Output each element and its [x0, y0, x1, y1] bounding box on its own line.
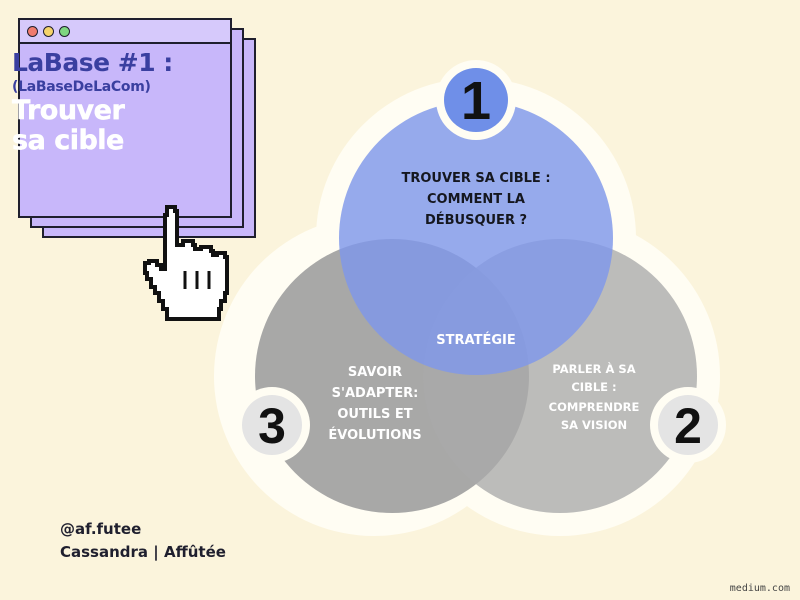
window-card-front: [18, 18, 232, 218]
badge-1-number: 1: [461, 71, 491, 131]
badge-2: 2: [650, 387, 726, 463]
pointer-hand-icon: [143, 205, 229, 321]
window-close-dot-icon: [27, 25, 38, 37]
circle-2-line-1: PARLER À SA: [552, 361, 635, 376]
circle-3-line-1: SAVOIR: [348, 365, 402, 380]
circle-3-line-2: S'ADAPTER:: [332, 386, 419, 401]
circle-2-line-2: CIBLE :: [571, 380, 616, 394]
circle-1-line-3: DÉBUSQUER ?: [425, 212, 527, 228]
credit-name: Cassandra | Affûtée: [60, 543, 226, 561]
window-maximize-dot-icon: [59, 25, 70, 37]
badge-2-number: 2: [674, 398, 702, 454]
card-title: LaBase #1 : (LaBaseDeLaCom) Trouver sa c…: [12, 48, 212, 156]
badge-1: 1: [436, 60, 516, 140]
circle-2-line-3: COMPRENDRE: [549, 400, 640, 414]
circle-1-line-1: TROUVER SA CIBLE :: [401, 171, 550, 186]
circle-3-line-4: ÉVOLUTIONS: [328, 427, 421, 443]
badge-3-number: 3: [258, 398, 286, 454]
circle-2-line-4: SA VISION: [561, 418, 627, 432]
circle-3-line-3: OUTILS ET: [337, 407, 412, 422]
circle-1-line-2: COMMENT LA: [427, 192, 525, 207]
badge-3: 3: [234, 387, 310, 463]
credit-block: @af.futee Cassandra | Affûtée: [60, 518, 226, 564]
card-title-line4: sa cible: [12, 125, 125, 156]
source-watermark: medium.com: [729, 583, 790, 594]
window-minimize-dot-icon: [43, 25, 54, 37]
card-title-line3: Trouver: [12, 95, 125, 126]
venn-circle-1: [339, 101, 613, 375]
credit-handle: @af.futee: [60, 520, 142, 538]
card-title-line2: (LaBaseDeLaCom): [12, 79, 151, 95]
window-titlebar: [20, 20, 230, 44]
center-label: STRATÉGIE: [436, 332, 515, 348]
card-title-line1: LaBase #1 :: [12, 48, 173, 77]
